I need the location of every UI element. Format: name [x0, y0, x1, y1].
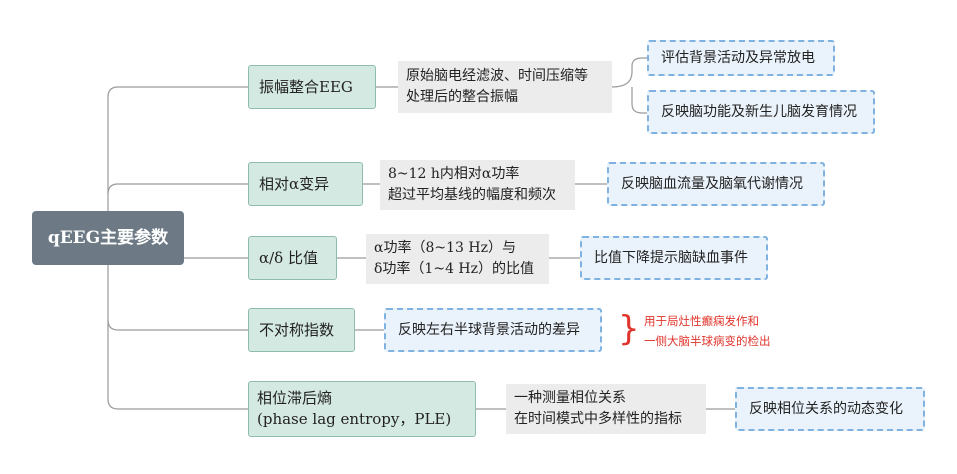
detail-line: 原始脑电经滤波、时间压缩等 [406, 68, 588, 84]
branch-alpha-delta: α/δ 比值 [248, 236, 337, 280]
branch-aeeg: 振幅整合EEG [248, 65, 376, 109]
note-line: 一侧大脑半球病变的检出 [644, 334, 771, 348]
detail-line: 超过平均基线的幅度和频次 [388, 187, 556, 203]
outcome-aeeg-2: 反映脑功能及新生儿脑发育情况 [647, 90, 875, 134]
branch-relative-alpha: 相对α变异 [248, 162, 363, 206]
detail-relative-alpha: 8~12 h内相对α功率 超过平均基线的幅度和频次 [380, 160, 575, 210]
asymmetry-note: 用于局灶性癫痫发作和 一侧大脑半球病变的检出 [644, 311, 771, 351]
outcome-alpha-delta: 比值下降提示脑缺血事件 [580, 236, 768, 280]
detail-line: 一种测量相位关系 [514, 390, 626, 406]
outcome-connector-1 [611, 57, 647, 114]
branch-label: 振幅整合EEG [259, 77, 353, 96]
branch-asymmetry: 不对称指数 [248, 308, 355, 352]
branch-label: α/δ 比值 [259, 248, 318, 267]
detail-aeeg: 原始脑电经滤波、时间压缩等 处理后的整合振幅 [398, 61, 612, 113]
outcome-ple: 反映相位关系的动态变化 [735, 387, 925, 431]
branch-connector-2 [107, 183, 248, 195]
detail-ple: 一种测量相位关系 在时间模式中多样性的指标 [506, 384, 706, 434]
outcome-label: 比值下降提示脑缺血事件 [594, 249, 748, 266]
outcome-aeeg-1: 评估背景活动及异常放电 [647, 40, 835, 76]
brace-icon: } [618, 309, 640, 349]
outcome-label: 反映脑血流量及脑氧代谢情况 [621, 175, 803, 192]
outcome-label: 反映左右半球背景活动的差异 [398, 321, 580, 338]
outcome-asymmetry: 反映左右半球背景活动的差异 [384, 308, 602, 352]
detail-alpha-delta: α功率（8~13 Hz）与 δ功率（1~4 Hz）的比值 [366, 234, 549, 284]
detail-line: 处理后的整合振幅 [406, 89, 518, 105]
detail-line: 在时间模式中多样性的指标 [514, 411, 682, 427]
branch-connector-4 [107, 319, 248, 331]
branch-ple: 相位滞后熵 (phase lag entropy，PLE) [248, 381, 476, 437]
branch-label: 相对α变异 [259, 174, 330, 193]
branch-label-line: 相位滞后熵 [257, 389, 333, 407]
detail-line: 8~12 h内相对α功率 [388, 166, 520, 182]
branch-label: 不对称指数 [259, 320, 335, 339]
root-node: qEEG主要参数 [32, 211, 184, 265]
outcome-label: 反映脑功能及新生儿脑发育情况 [661, 103, 857, 120]
outcome-relative-alpha: 反映脑血流量及脑氧代谢情况 [607, 162, 825, 206]
detail-line: δ功率（1~4 Hz）的比值 [374, 261, 535, 277]
note-line: 用于局灶性癫痫发作和 [644, 314, 759, 328]
branch-label-line: (phase lag entropy，PLE) [257, 410, 452, 428]
detail-line: α功率（8~13 Hz）与 [374, 240, 516, 256]
outcome-label: 评估背景活动及异常放电 [661, 49, 815, 66]
outcome-label: 反映相位关系的动态变化 [749, 400, 903, 417]
